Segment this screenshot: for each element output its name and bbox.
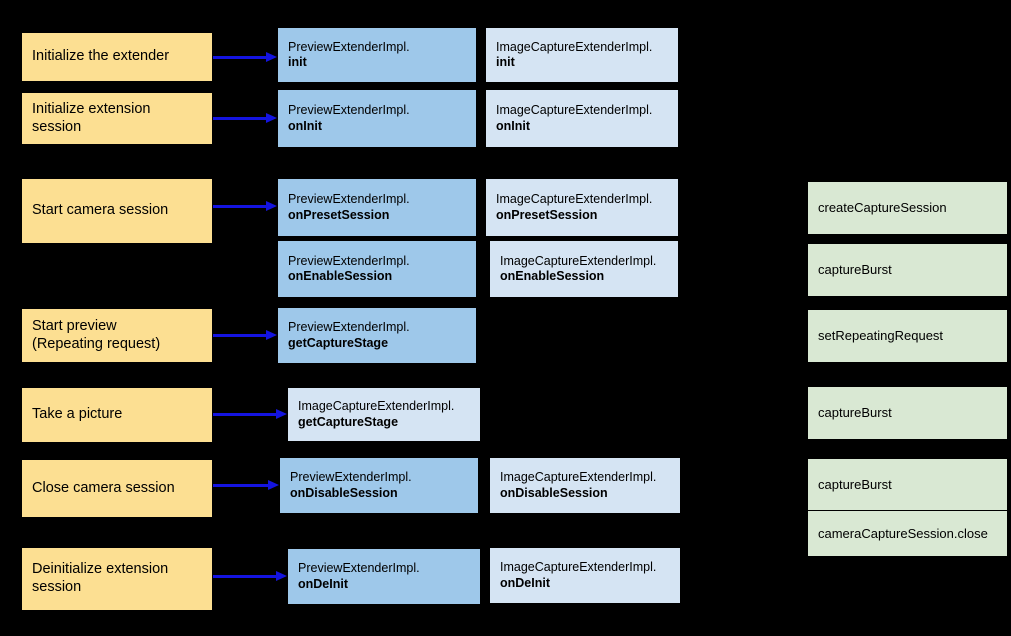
stage-box: Initialize the extender (22, 33, 212, 81)
camera-api-call-label: captureBurst (818, 262, 892, 278)
camera-api-call-box: captureBurst (808, 387, 1007, 439)
call-method-name: init (288, 55, 307, 69)
call-method-name: onDeInit (500, 575, 550, 590)
stage-box: Close camera session (22, 460, 212, 517)
arrow-shaft (213, 575, 277, 578)
stage-label: Close camera session (32, 479, 175, 496)
call-method-name: onDisableSession (500, 485, 608, 500)
stage-box: Start camera session (22, 179, 212, 243)
call-method-name: init (496, 55, 515, 69)
preview-extender-call-box: PreviewExtenderImpl.getCaptureStage (278, 308, 476, 363)
flow-arrow-icon (213, 113, 277, 124)
call-class-name: PreviewExtenderImpl. (288, 39, 410, 54)
arrow-head (266, 330, 277, 340)
preview-extender-call-box: PreviewExtenderImpl.onDeInit (288, 549, 480, 604)
camera-api-call-box: createCaptureSession (808, 182, 1007, 234)
call-method-name: onPresetSession (496, 207, 598, 222)
arrow-shaft (213, 413, 277, 416)
preview-extender-call-box: PreviewExtenderImpl.onInit (278, 90, 476, 147)
call-method-name: getCaptureStage (288, 335, 389, 350)
arrow-shaft (213, 56, 267, 59)
arrow-head (276, 571, 287, 581)
preview-extender-call-box: PreviewExtenderImpl.onDisableSession (280, 458, 478, 513)
image-capture-extender-call-box: ImageCaptureExtenderImpl.onInit (486, 90, 678, 147)
flow-arrow-icon (213, 480, 279, 491)
flow-arrow-icon (213, 409, 287, 420)
camera-api-call-label: captureBurst (818, 405, 892, 421)
call-class-name: ImageCaptureExtenderImpl. (500, 253, 657, 268)
camera-api-call-box: captureBurst (808, 459, 1007, 510)
image-capture-extender-call-box: ImageCaptureExtenderImpl.init (486, 28, 678, 82)
call-class-name: ImageCaptureExtenderImpl. (496, 192, 653, 207)
preview-extender-call-box: PreviewExtenderImpl.init (278, 28, 476, 82)
arrow-head (266, 113, 277, 123)
arrow-head (276, 409, 287, 419)
call-class-name: ImageCaptureExtenderImpl. (496, 103, 653, 118)
camera-api-call-label: captureBurst (818, 476, 892, 492)
stage-box: Start preview (Repeating request) (22, 309, 212, 362)
image-capture-extender-call-box: ImageCaptureExtenderImpl.onDisableSessio… (490, 458, 680, 513)
preview-extender-call-box: PreviewExtenderImpl.onEnableSession (278, 241, 476, 297)
arrow-head (266, 52, 277, 62)
call-method-name: onInit (288, 118, 323, 133)
flow-arrow-icon (213, 571, 287, 582)
stage-box: Take a picture (22, 388, 212, 442)
call-class-name: PreviewExtenderImpl. (288, 103, 410, 118)
flow-arrow-icon (213, 330, 277, 341)
call-class-name: ImageCaptureExtenderImpl. (500, 560, 657, 575)
call-class-name: ImageCaptureExtenderImpl. (500, 470, 657, 485)
call-class-name: PreviewExtenderImpl. (288, 192, 410, 207)
call-class-name: PreviewExtenderImpl. (288, 253, 410, 268)
stage-label: Start camera session (32, 202, 169, 219)
call-method-name: onEnableSession (500, 269, 605, 283)
camera-api-call-box: captureBurst (808, 244, 1007, 296)
stage-label: Deinitialize extension session (32, 561, 169, 595)
image-capture-extender-call-box: ImageCaptureExtenderImpl.onPresetSession (486, 179, 678, 236)
image-capture-extender-call-box: ImageCaptureExtenderImpl.onDeInit (490, 548, 680, 603)
arrow-shaft (213, 334, 267, 337)
call-class-name: PreviewExtenderImpl. (290, 470, 412, 485)
image-capture-extender-call-box: ImageCaptureExtenderImpl.onEnableSession (490, 241, 678, 297)
stage-box: Deinitialize extension session (22, 548, 212, 610)
call-class-name: ImageCaptureExtenderImpl. (496, 39, 653, 54)
flow-arrow-icon (213, 201, 277, 212)
call-method-name: onPresetSession (288, 207, 390, 222)
arrow-head (266, 201, 277, 211)
camera-api-call-label: setRepeatingRequest (818, 328, 944, 344)
arrow-shaft (213, 117, 267, 120)
stage-box: Initialize extension session (22, 93, 212, 144)
call-method-name: getCaptureStage (298, 414, 399, 429)
arrow-head (268, 480, 279, 490)
call-method-name: onEnableSession (288, 269, 393, 283)
stage-label: Take a picture (32, 406, 123, 423)
camera-api-call-label: cameraCaptureSession.close (818, 525, 988, 541)
camera-api-call-box: setRepeatingRequest (808, 310, 1007, 362)
call-class-name: PreviewExtenderImpl. (288, 320, 410, 335)
call-method-name: onInit (496, 118, 531, 133)
arrow-shaft (213, 205, 267, 208)
call-method-name: onDisableSession (290, 485, 398, 500)
stage-label: Initialize the extender (32, 48, 170, 65)
call-class-name: ImageCaptureExtenderImpl. (298, 399, 455, 414)
image-capture-extender-call-box: ImageCaptureExtenderImpl.getCaptureStage (288, 388, 480, 441)
call-method-name: onDeInit (298, 576, 348, 591)
stage-label: Start preview (Repeating request) (32, 317, 161, 352)
preview-extender-call-box: PreviewExtenderImpl.onPresetSession (278, 179, 476, 236)
camera-api-call-box: cameraCaptureSession.close (808, 511, 1007, 556)
stage-label: Initialize extension session (32, 100, 151, 135)
flow-arrow-icon (213, 52, 277, 63)
call-class-name: PreviewExtenderImpl. (298, 561, 420, 576)
camera-api-call-label: createCaptureSession (818, 200, 947, 216)
arrow-shaft (213, 484, 269, 487)
